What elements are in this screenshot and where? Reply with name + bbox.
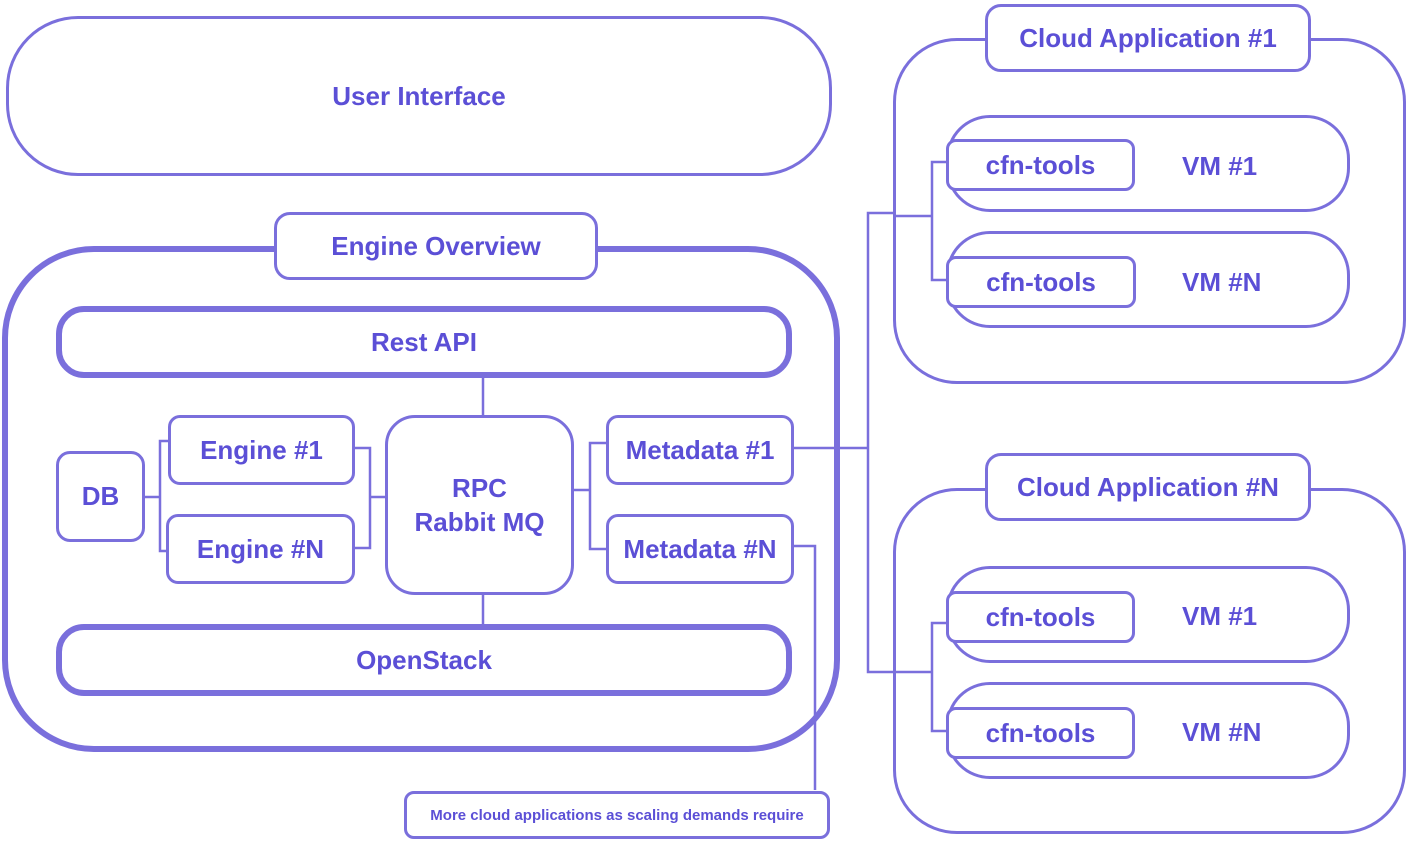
cloud-apps-bracket [866,211,895,674]
rest-api-box: Rest API [56,306,792,378]
cloud-app-n-title: Cloud Application #N [985,453,1311,521]
can-vm-bracket [930,621,948,733]
can-vm-1-cfn-tools: cfn-tools [946,591,1135,643]
ca1-vm-bracket [930,160,948,282]
user-interface-box: User Interface [6,16,832,176]
engine-1-box: Engine #1 [168,415,355,485]
engine-overview-title: Engine Overview [274,212,598,280]
ca1-vm-1-cfn-tools: cfn-tools [946,139,1135,191]
rpc-rabbitmq-box: RPC Rabbit MQ [385,415,574,595]
ca1-vm-n-cfn-tools: cfn-tools [946,256,1136,308]
can-vm-1-label: VM #1 [1182,601,1258,631]
ca1-vm-n-label: VM #N [1182,267,1262,297]
can-vm-n-cfn-tools: cfn-tools [946,707,1135,759]
ca1-vm-1-label: VM #1 [1182,151,1258,181]
db-engines-bracket [158,439,170,553]
metadata-n-box: Metadata #N [606,514,794,584]
can-vm-n-label: VM #N [1182,717,1262,747]
cloud-app-1-title: Cloud Application #1 [985,4,1311,72]
scaling-note-box: More cloud applications as scaling deman… [404,791,830,839]
user-interface-label: User Interface [332,80,506,111]
rabbitmq-label: Rabbit MQ [414,507,545,537]
metadata-1-box: Metadata #1 [606,415,794,485]
openstack-box: OpenStack [56,624,792,696]
rpc-metadata-bracket [588,441,608,551]
rpc-label: RPC [452,473,507,503]
db-box: DB [56,451,145,542]
engine-n-box: Engine #N [166,514,355,584]
